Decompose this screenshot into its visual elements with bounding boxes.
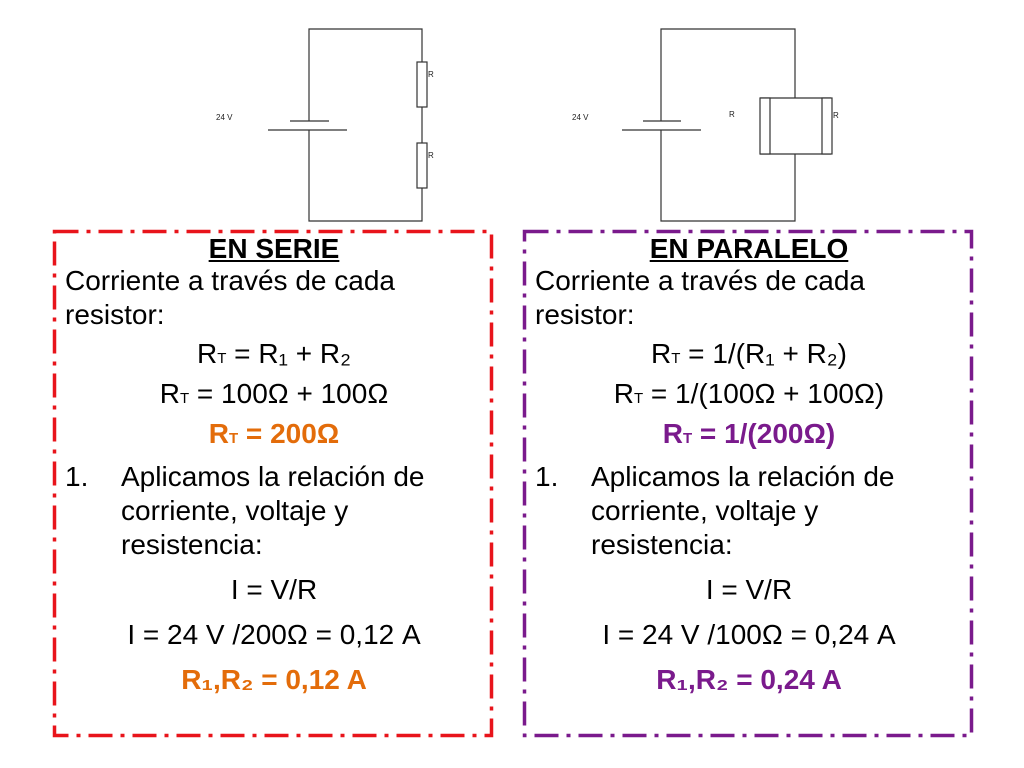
series-step-text: Aplicamos la relación de corriente, volt… (121, 461, 425, 560)
parallel-r2-label: R (833, 111, 839, 120)
parallel-formula: I = V/R (705, 574, 793, 605)
series-panel-border (52, 229, 494, 738)
parallel-calculation: I = 24 V /100Ω = 0,24 A (602, 619, 896, 650)
resistor-r1 (416, 61, 428, 108)
series-equation-1: RT = R₁ + R₂ (197, 338, 351, 369)
parallel-circuit (622, 28, 833, 222)
resistor-r2 (821, 97, 833, 155)
series-r1-label: R (428, 70, 434, 79)
parallel-panel-border (522, 229, 974, 738)
parallel-r1-label: R (729, 110, 735, 119)
series-step-1: 1. Aplicamos la relación de corriente, v… (65, 460, 483, 562)
series-circuit (268, 28, 428, 222)
series-r2-label: R (428, 151, 434, 160)
parallel-result: R₁,R₂ = 0,24 A (656, 664, 842, 695)
series-panel: EN SERIE Corriente a través de cada resi… (52, 229, 494, 738)
series-calculation: I = 24 V /200Ω = 0,12 A (127, 619, 421, 650)
series-result: R₁,R₂ = 0,12 A (181, 664, 367, 695)
parallel-panel: EN PARALELO Corriente a través de cada r… (522, 229, 974, 738)
series-intro: Corriente a través de cada resistor: (65, 265, 395, 330)
parallel-equation-2: RT = 1/(100Ω + 100Ω) (613, 378, 885, 409)
parallel-circuit-wire (660, 28, 831, 222)
parallel-step-text: Aplicamos la relación de corriente, volt… (591, 461, 895, 560)
parallel-heading: EN PARALELO (649, 233, 849, 264)
parallel-intro: Corriente a través de cada resistor: (535, 265, 865, 330)
parallel-equation-1: RT = 1/(R₁ + R₂) (651, 338, 847, 369)
parallel-step-1: 1. Aplicamos la relación de corriente, v… (535, 460, 963, 562)
parallel-step-number: 1. (535, 461, 559, 492)
resistor-r1 (759, 97, 771, 155)
series-equation-2: RT = 100Ω + 100Ω (159, 378, 389, 409)
series-formula: I = V/R (230, 574, 318, 605)
series-heading: EN SERIE (208, 233, 340, 264)
series-circuit-wire (308, 28, 423, 222)
parallel-voltage-label: 24 V (572, 113, 589, 122)
series-voltage-label: 24 V (216, 113, 233, 122)
circuit-diagrams: 24 V R R 24 V R R (216, 28, 839, 222)
parallel-total-resistance: RT = 1/(200Ω) (662, 418, 836, 449)
resistor-r2 (416, 142, 428, 189)
series-step-number: 1. (65, 461, 89, 492)
series-total-resistance: RT = 200Ω (208, 418, 340, 449)
